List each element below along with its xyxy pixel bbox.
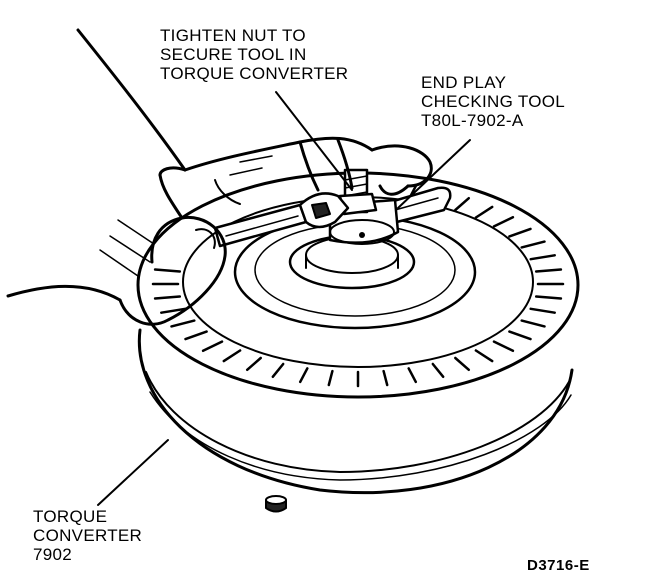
vane-slot	[520, 319, 546, 328]
end-play-tool-line-3: T80L-7902-A	[421, 111, 524, 130]
vane-slot	[534, 268, 563, 273]
vane-slot	[327, 369, 334, 387]
leader-lines	[97, 91, 471, 506]
wrench-illustration	[213, 192, 350, 248]
leader-tool	[397, 139, 471, 209]
vane-slot	[508, 330, 532, 341]
vane-slot	[492, 340, 515, 353]
vane-slot	[431, 362, 445, 379]
vane-slot	[534, 295, 563, 300]
vane-slot	[170, 319, 196, 328]
vane-slot	[474, 205, 494, 219]
drain-plug	[265, 495, 287, 513]
tighten-nut-line-2: SECURE TOOL IN	[160, 45, 307, 64]
torque-converter-line-3: 7902	[33, 545, 73, 564]
leader-converter	[97, 439, 169, 506]
end-play-tool-illustration	[328, 168, 452, 245]
vane-slot	[201, 340, 224, 353]
figure-id: D3716-E	[527, 557, 590, 574]
tighten-nut-line-3: TORQUE CONVERTER	[160, 64, 349, 83]
vane-slot	[271, 362, 285, 379]
torque-converter-line-1: TORQUE	[33, 507, 108, 526]
vane-slot	[160, 307, 187, 314]
vane-slot	[184, 330, 208, 341]
end-play-tool-line-2: CHECKING TOOL	[421, 92, 566, 111]
vane-slot	[474, 349, 494, 363]
vane-slot	[245, 356, 262, 372]
vane-slot	[492, 215, 515, 228]
hand-illustration	[6, 28, 433, 326]
vane-slot	[153, 295, 182, 300]
torque-converter-line-2: CONVERTER	[33, 526, 143, 545]
torque-converter-label: TORQUE CONVERTER 7902	[33, 507, 142, 564]
end-play-tool-label: END PLAY CHECKING TOOL T80L-7902-A	[421, 73, 565, 130]
vane-slot	[529, 254, 556, 261]
vane-slot	[407, 367, 418, 384]
vane-slot	[153, 268, 182, 273]
vane-slot	[382, 369, 389, 387]
vane-slot	[508, 227, 532, 238]
end-play-tool-line-1: END PLAY	[421, 73, 507, 92]
vane-slot	[298, 367, 309, 384]
vane-slot	[454, 356, 471, 372]
tighten-nut-line-1: TIGHTEN NUT TO	[160, 26, 306, 45]
vane-slot	[454, 196, 471, 212]
vane-slot	[529, 307, 556, 314]
leader-nut	[275, 91, 353, 191]
vane-slot	[520, 240, 546, 249]
converter-vanes	[151, 184, 565, 388]
vane-slot	[222, 349, 242, 363]
tighten-nut-label: TIGHTEN NUT TO SECURE TOOL IN TORQUE CON…	[160, 26, 348, 83]
